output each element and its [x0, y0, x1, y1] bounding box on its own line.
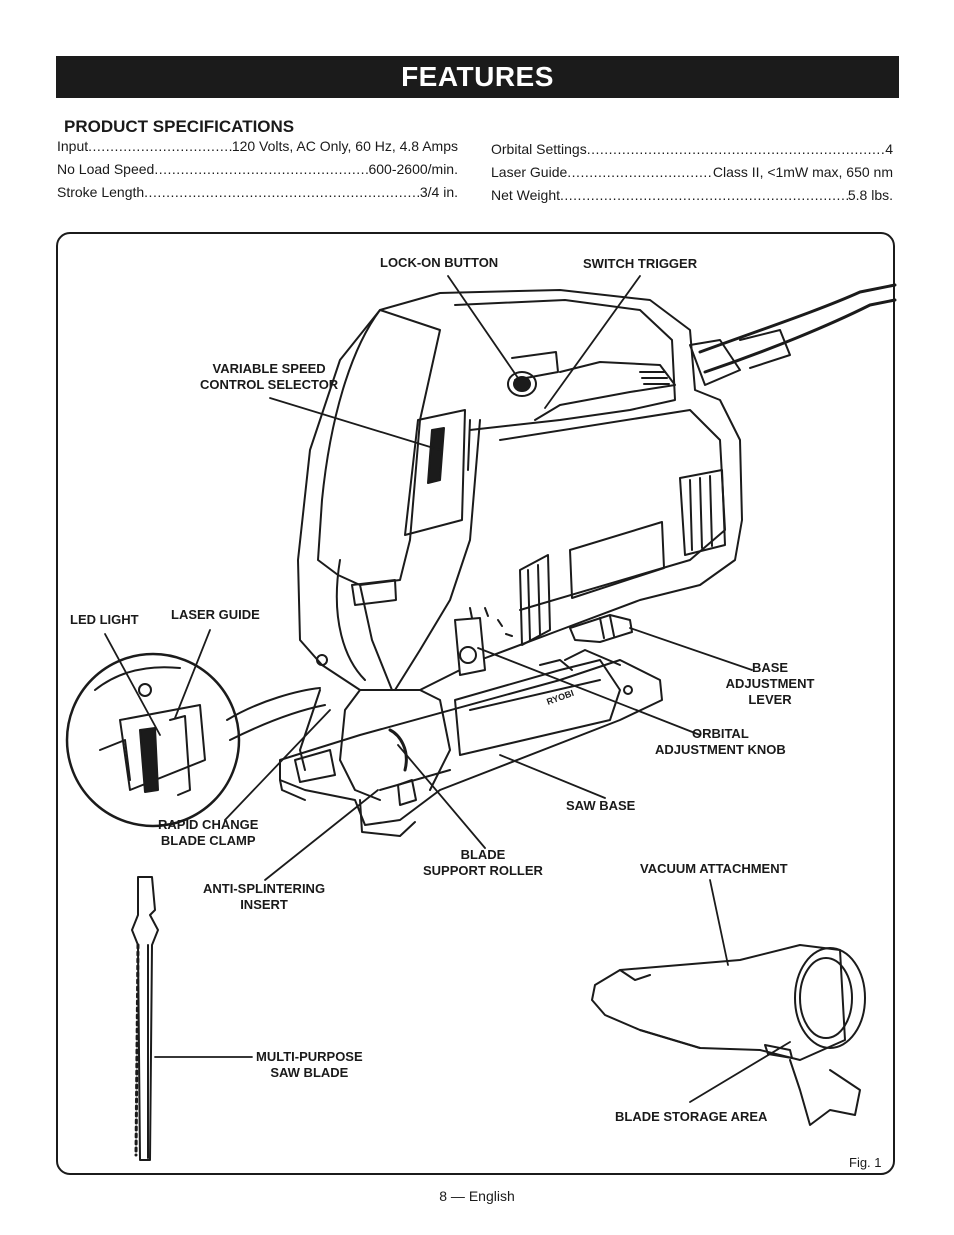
spec-value: 600-2600/min. [368, 161, 458, 177]
callout-saw-base: SAW BASE [566, 798, 636, 813]
saw-base [279, 649, 663, 837]
figure-frame [56, 232, 895, 1175]
specs-title: PRODUCT SPECIFICATIONS [64, 117, 295, 136]
figure-label: Fig. 1 [849, 1155, 882, 1170]
spec-label: Orbital Settings [491, 141, 587, 157]
features-banner: FEATURES [56, 56, 899, 98]
callout-vacuum-attachment: VACUUM ATTACHMENT [640, 861, 788, 876]
specs-right-column: Orbital Settings 4 Laser Guide Class II,… [491, 141, 893, 210]
callout-variable-speed: VARIABLE SPEED CONTROL SELECTOR [200, 361, 339, 392]
callout-orbital-adjustment-knob: ORBITAL ADJUSTMENT KNOB [655, 726, 786, 757]
vacuum-attachment [591, 944, 866, 1126]
spec-row-stroke-length: Stroke Length 3/4 in. [57, 184, 458, 207]
power-cord [689, 283, 897, 386]
spec-label: Net Weight [491, 187, 560, 203]
specs-left-column: Input 120 Volts, AC Only, 60 Hz, 4.8 Amp… [57, 138, 458, 207]
detail-inset [65, 652, 326, 828]
spec-value: 4 [885, 141, 893, 157]
spec-value: 5.8 lbs. [847, 187, 893, 203]
spec-value: 120 Volts, AC Only, 60 Hz, 4.8 Amps [231, 138, 458, 154]
base-lever [569, 614, 633, 643]
spec-row-no-load-speed: No Load Speed 600-2600/min. [57, 161, 458, 184]
callout-led-light: LED LIGHT [70, 612, 139, 627]
motor-housing [297, 289, 743, 691]
callout-rapid-change-blade-clamp: RAPID CHANGE BLADE CLAMP [158, 817, 259, 848]
page-footer: 8 — English [439, 1188, 515, 1204]
callout-anti-splintering-insert: ANTI-SPLINTERING INSERT [203, 881, 326, 912]
spec-row-orbital-settings: Orbital Settings 4 [491, 141, 893, 164]
saw-blade [131, 876, 159, 1161]
spec-value: 3/4 in. [419, 184, 458, 200]
spec-label: Input [57, 138, 89, 154]
spec-label: Stroke Length [57, 184, 145, 200]
leader-lines [104, 275, 791, 1103]
callout-multi-purpose-saw-blade: MULTI-PURPOSE SAW BLADE [256, 1049, 363, 1080]
callout-switch-trigger: SWITCH TRIGGER [583, 256, 698, 271]
spec-label: Laser Guide [491, 164, 568, 180]
page-title: FEATURES [401, 61, 554, 92]
callout-lock-on-button: LOCK-ON BUTTON [380, 255, 499, 270]
spec-row-net-weight: Net Weight 5.8 lbs. [491, 187, 893, 210]
callout-laser-guide: LASER GUIDE [171, 607, 260, 622]
callout-blade-storage-area: BLADE STORAGE AREA [615, 1109, 768, 1124]
spec-row-laser-guide: Laser Guide Class II, <1mW max, 650 nm [491, 164, 893, 187]
spec-label: No Load Speed [57, 161, 155, 177]
callout-base-adjustment-lever: BASE ADJUSTMENT LEVER [725, 660, 815, 707]
callout-blade-support-roller: BLADE SUPPORT ROLLER [423, 847, 543, 878]
spec-row-input: Input 120 Volts, AC Only, 60 Hz, 4.8 Amp… [57, 138, 458, 161]
spec-value: Class II, <1mW max, 650 nm [712, 164, 893, 180]
